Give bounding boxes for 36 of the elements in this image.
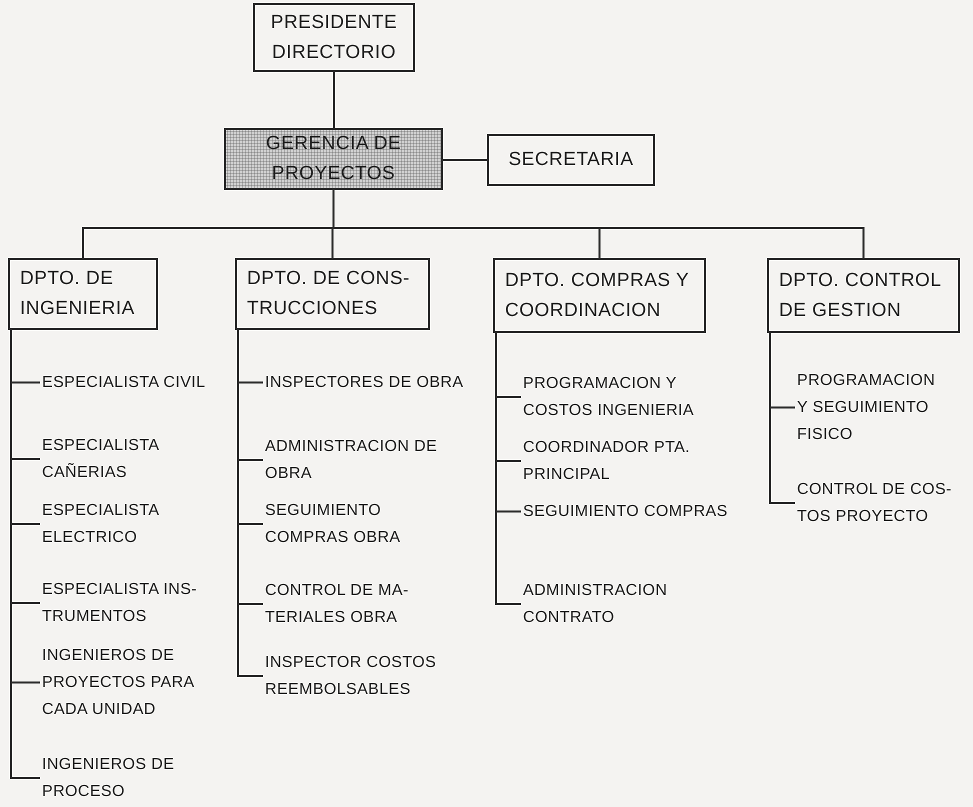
position-label: CONTROL DE COS- TOS PROYECTO xyxy=(797,476,967,530)
box-title: DPTO. DE CONS- TRUCCIONES xyxy=(247,268,410,319)
box-title: DPTO. DE INGENIERIA xyxy=(20,268,135,319)
position-label: ADMINISTRACION CONTRATO xyxy=(523,577,738,631)
connector-line xyxy=(769,333,795,504)
position-label: INGENIEROS DE PROYECTOS PARA CADA UNIDAD xyxy=(42,642,227,723)
connector-line xyxy=(333,72,335,128)
position-label: ADMINISTRACION DE OBRA xyxy=(265,433,465,487)
position-label: INSPECTORES DE OBRA xyxy=(265,369,465,396)
box-title: DPTO. CONTROL DE GESTION xyxy=(779,270,941,320)
position-label: ESPECIALISTA ELECTRICO xyxy=(42,497,227,551)
box-title: PRESIDENTE DIRECTORIO xyxy=(270,12,398,62)
connector-line xyxy=(495,333,521,605)
department-box xyxy=(235,258,430,330)
box-title: SECRETARIA xyxy=(508,149,634,170)
position-label: ESPECIALISTA INS- TRUMENTOS xyxy=(42,576,227,630)
position-label: PROGRAMACION Y SEGUIMIENTO FISICO xyxy=(797,367,942,448)
department-box xyxy=(8,258,158,330)
position-label: COORDINADOR PTA. PRINCIPAL xyxy=(523,434,738,488)
shaded-box xyxy=(224,128,443,190)
position-label: SEGUIMIENTO COMPRAS xyxy=(523,498,738,525)
position-label: CONTROL DE MA- TERIALES OBRA xyxy=(265,577,465,631)
position-label: ESPECIALISTA CAÑERIAS xyxy=(42,432,227,486)
position-label: INGENIEROS DE PROCESO xyxy=(42,751,227,805)
position-label: PROGRAMACION Y COSTOS INGENIERIA xyxy=(523,370,738,424)
position-label: INSPECTOR COSTOS REEMBOLSABLES xyxy=(265,649,465,703)
connector-line xyxy=(443,159,487,161)
box-title: DPTO. COMPRAS Y COORDINACION xyxy=(505,270,689,320)
connector-line xyxy=(237,330,263,677)
department-box xyxy=(253,3,415,72)
box-title: GERENCIA DE PROYECTOS xyxy=(266,133,402,184)
position-label: ESPECIALISTA CIVIL xyxy=(42,369,227,396)
department-box xyxy=(767,258,960,333)
position-label: SEGUIMIENTO COMPRAS OBRA xyxy=(265,497,465,551)
department-box xyxy=(493,258,706,333)
department-box xyxy=(487,134,655,186)
